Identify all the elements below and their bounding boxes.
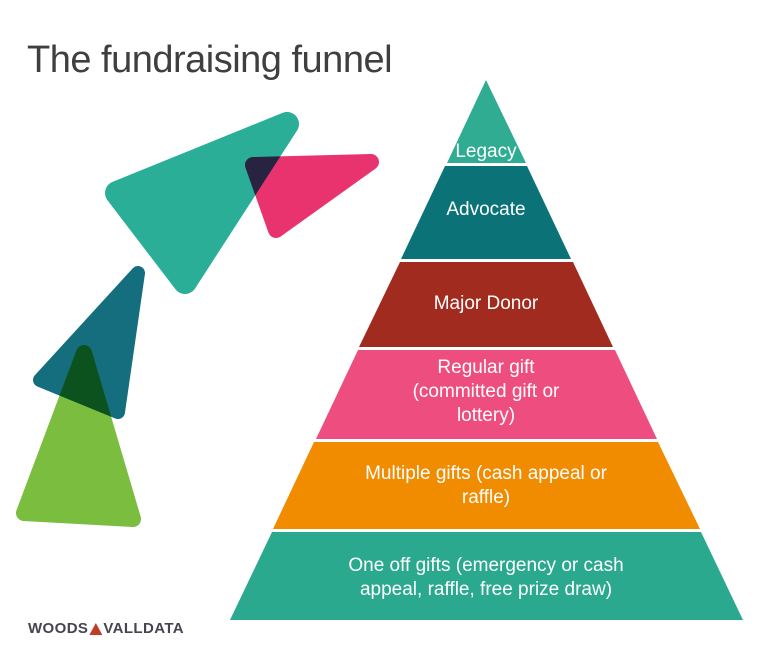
logo-text-valldata: VALLDATA bbox=[103, 620, 185, 637]
funnel-level-multiple-gifts-shape bbox=[273, 442, 700, 529]
funnel-level-major-donor-shape bbox=[359, 262, 613, 347]
funnel-level-label-legacy: Legacy bbox=[455, 141, 517, 162]
funnel-level-legacy-shape bbox=[447, 80, 526, 163]
logo: WOODS VALLDATA bbox=[28, 620, 184, 637]
funnel-level-label-one-off-gifts: One off gifts (emergency or cash appeal,… bbox=[348, 555, 624, 600]
green-triangle-shape bbox=[16, 345, 141, 527]
funnel-level-label-multiple-gifts: Multiple gifts (cash appeal or raffle) bbox=[365, 463, 607, 508]
funnel-level-label-regular-gift: Regular gift (committed gift or lottery) bbox=[412, 357, 560, 426]
logo-triangle-icon bbox=[89, 623, 103, 635]
logo-text-woods: WOODS bbox=[28, 620, 89, 637]
funnel-level-label-advocate: Advocate bbox=[446, 199, 526, 220]
pink-triangle-shape bbox=[245, 154, 379, 238]
page-title: The fundraising funnel bbox=[27, 39, 393, 82]
funnel-level-label-major-donor: Major Donor bbox=[433, 293, 539, 314]
funnel-level-advocate-shape bbox=[401, 166, 571, 259]
funnel-level-regular-gift-shape bbox=[316, 350, 657, 439]
funnel-level-one-off-gifts-shape bbox=[230, 532, 743, 620]
teal-triangle-shape bbox=[105, 112, 299, 294]
